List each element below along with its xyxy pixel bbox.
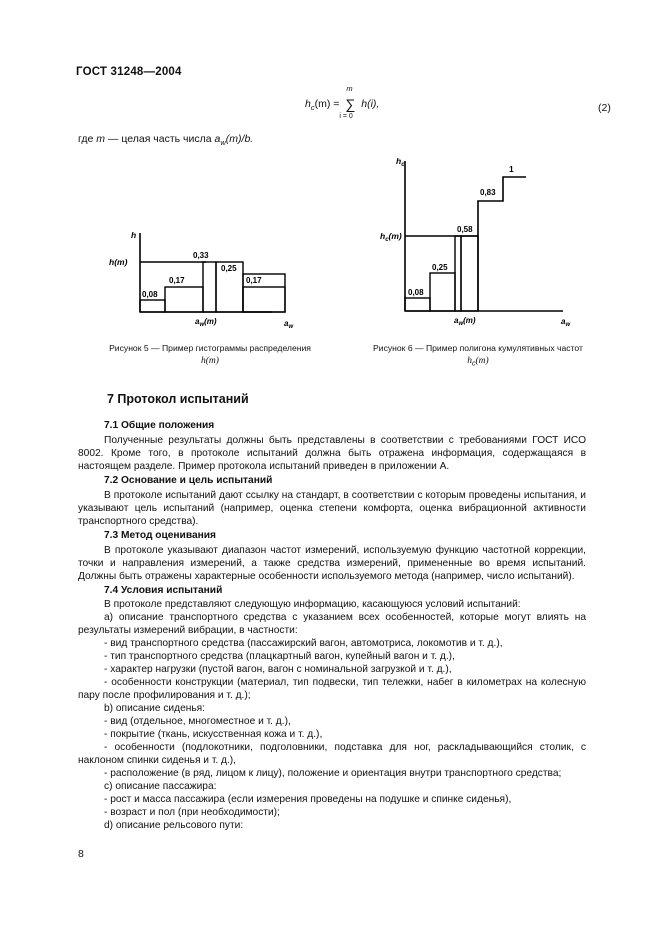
- section-7-4-title: 7.4 Условия испытаний: [104, 585, 223, 596]
- formula-lhs: h: [305, 97, 311, 110]
- x-mark-label: aw(m): [454, 316, 476, 327]
- step-3-left: [454, 235, 462, 312]
- where-clause: где m — целая часть числа aw(m)/b.: [78, 133, 253, 147]
- figure-6-caption-sub: c: [472, 360, 476, 368]
- page-number: 8: [78, 848, 84, 860]
- item-a-2: - тип транспортного средства (плацкартны…: [104, 651, 455, 662]
- sum-sign: ∑: [345, 96, 356, 112]
- bar-5: [242, 286, 286, 313]
- bar-label-5: 0,17: [246, 276, 262, 285]
- step-label-1: 0,08: [408, 288, 424, 297]
- step-3-right: [460, 235, 479, 312]
- section-7-1-title: 7.1 Общие положения: [104, 420, 215, 431]
- where-mid: — целая часть числа: [105, 133, 215, 145]
- item-b-1: - вид (отдельное, многоместное и т. д.),: [104, 716, 291, 727]
- figure-6-caption-h: h: [467, 356, 473, 366]
- section-7-4-intro: В протоколе представляют следующую инфор…: [104, 599, 521, 610]
- step-label-5: 1: [509, 164, 514, 174]
- section-7-title: 7 Протокол испытаний: [107, 392, 249, 406]
- formula-2: hc(m) = m ∑ i = 0 h(i),: [305, 84, 380, 120]
- figure-6-caption-line1: Рисунок 6 — Пример полигона кумулятивных…: [373, 343, 583, 353]
- step-1: [404, 297, 431, 312]
- equation-number: (2): [598, 102, 611, 114]
- item-c-2: - возраст и пол (при необходимости);: [104, 807, 280, 818]
- step-label-4: 0,83: [480, 188, 496, 197]
- section-7-2-title: 7.2 Основание и цель испытаний: [104, 475, 273, 486]
- x-axis-label: aw: [561, 317, 570, 328]
- item-b: b) описание сиденья:: [104, 703, 206, 714]
- item-b-3: - особенности (подлокотники, подголовник…: [78, 742, 586, 767]
- y-label: h: [131, 230, 136, 240]
- formula-lhs-arg: (m) =: [314, 97, 343, 110]
- y-label: hc: [396, 156, 405, 168]
- item-d: d) описание рельсового пути:: [104, 820, 244, 831]
- figure-6-caption: Рисунок 6 — Пример полигона кумулятивных…: [348, 342, 608, 371]
- item-a-4: - особенности конструкции (материал, тип…: [78, 677, 586, 702]
- step-label-2: 0,25: [432, 263, 448, 272]
- bar-label-3: 0,33: [193, 251, 209, 260]
- bar-label-4: 0,25: [221, 264, 237, 273]
- sum-lower-limit: i = 0: [339, 113, 353, 120]
- figure-6-caption-tail: (m): [475, 356, 489, 366]
- step-4-5: [477, 176, 526, 311]
- item-c-1: - рост и масса пассажира (если измерения…: [104, 794, 512, 805]
- section-7-3-title: 7.3 Метод оценивания: [104, 530, 216, 541]
- section-7-3-text: В протоколе указывают диапазон частот из…: [78, 545, 586, 583]
- item-b-4: - расположение (в ряд, лицом к лицу), по…: [104, 768, 562, 779]
- ref-label-hcm: hc(m): [380, 231, 402, 243]
- item-b-2: - покрытие (ткань, искусственная кожа и …: [104, 729, 323, 740]
- section-7-1-text: Полученные результаты должны быть предст…: [78, 435, 586, 473]
- section-7-2-text: В протоколе испытаний дают ссылку на ста…: [78, 490, 586, 528]
- where-expr: a: [214, 133, 221, 145]
- figure-5-bar-5: [242, 286, 286, 313]
- formula-lhs-sub: c: [310, 102, 315, 112]
- step-2: [429, 272, 456, 312]
- x-axis-label: aw: [284, 319, 293, 330]
- figure-5-caption: Рисунок 5 — Пример гистограммы распредел…: [80, 342, 340, 367]
- document-header: ГОСТ 31248—2004: [76, 66, 182, 78]
- figure-6-cumulative: hc hc(m) 0,08 0,25 0,58 0,83 1 aw(m) aw: [380, 156, 570, 328]
- where-expr-sub: w: [220, 138, 226, 148]
- item-a-1: - вид транспортного средства (пассажирск…: [104, 638, 503, 649]
- item-a-3: - характер нагрузки (пустой вагон, вагон…: [104, 664, 452, 675]
- formula-rhs: h(i),: [361, 97, 380, 110]
- where-expr-tail: (m)/b.: [225, 133, 254, 145]
- ref-label-hm: h(m): [109, 257, 128, 267]
- x-mark-label: aw(m): [195, 317, 217, 328]
- step-label-3: 0,58: [457, 225, 473, 234]
- bar-label-1: 0,08: [142, 290, 158, 299]
- item-c: c) описание пассажира:: [104, 781, 217, 792]
- item-a: а) описание транспортного средства с ука…: [78, 612, 586, 637]
- figure-5-caption-line1: Рисунок 5 — Пример гистограммы распредел…: [109, 343, 311, 353]
- figure-5-caption-line2: h(m): [201, 356, 219, 366]
- sum-upper-limit: m: [346, 84, 353, 93]
- where-var: m: [96, 133, 105, 145]
- bar-label-2: 0,17: [169, 276, 185, 285]
- where-pre: где: [78, 133, 97, 145]
